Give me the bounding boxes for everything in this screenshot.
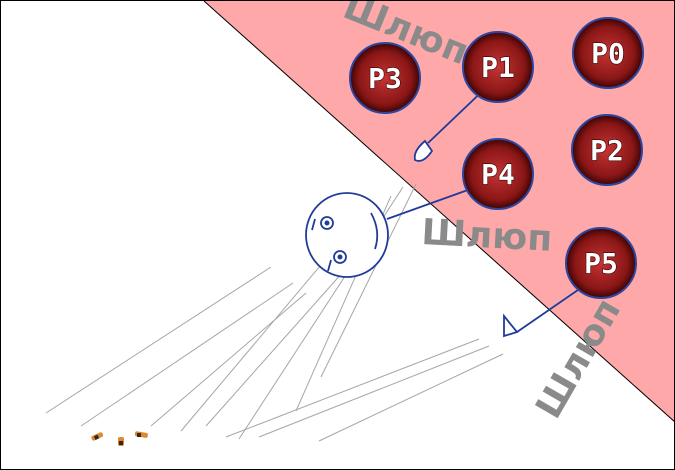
player-token-p0[interactable]: P0	[572, 17, 644, 89]
player-label: P0	[591, 37, 625, 70]
player-label: P4	[481, 158, 515, 191]
player-token-p4[interactable]: P4	[462, 138, 534, 210]
debris-icon	[91, 431, 148, 446]
player-label: P2	[590, 134, 624, 167]
player-label: P3	[368, 62, 402, 95]
player-token-p5[interactable]: P5	[565, 227, 637, 299]
boat-face-icon[interactable]	[305, 192, 389, 278]
wordmark-center: Шлюп	[421, 212, 554, 260]
sail-icon[interactable]	[413, 139, 434, 162]
player-label: P1	[481, 51, 515, 84]
player-label: P5	[584, 247, 618, 280]
player-token-p1[interactable]: P1	[462, 31, 534, 103]
player-token-p3[interactable]: P3	[349, 42, 421, 114]
player-token-p2[interactable]: P2	[571, 114, 643, 186]
flag-icon[interactable]	[503, 313, 519, 338]
zone-boundary	[203, 1, 674, 422]
motion-trails	[45, 183, 504, 442]
